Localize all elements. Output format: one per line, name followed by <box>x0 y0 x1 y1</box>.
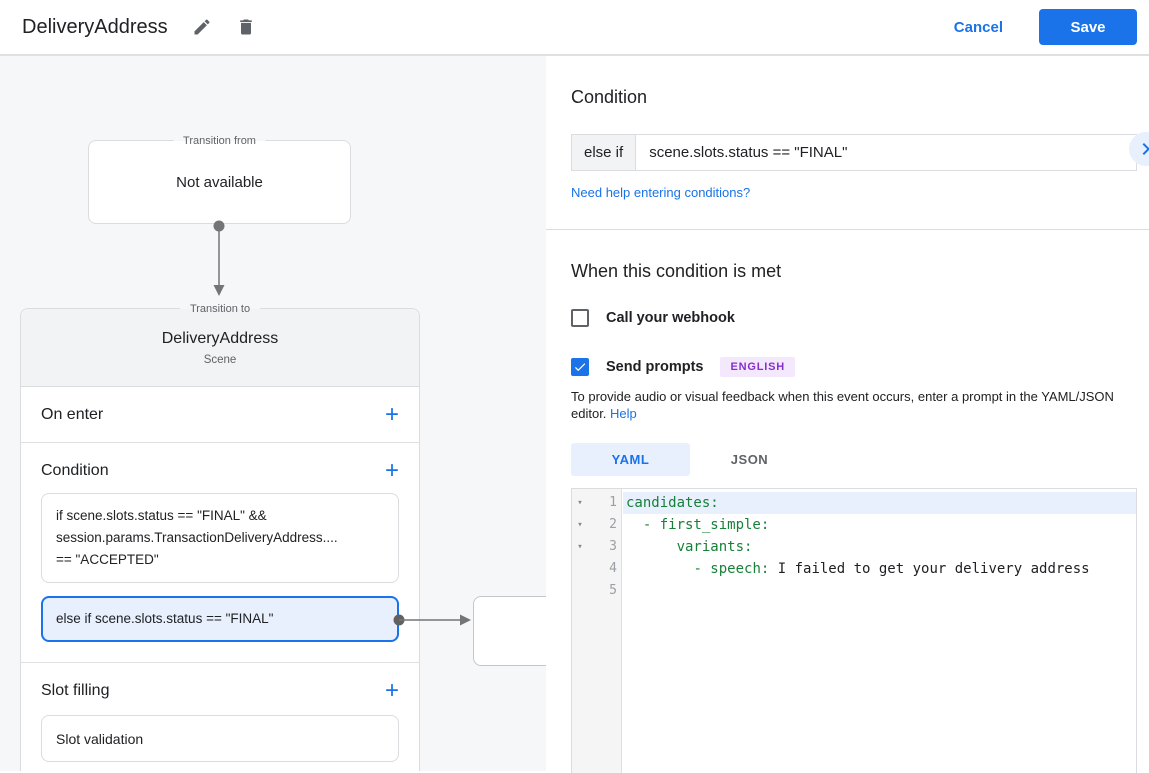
trash-icon <box>239 19 252 35</box>
line-number: 3 <box>609 539 617 554</box>
transition-to-label: Transition to <box>179 301 261 317</box>
webhook-label: Call your webhook <box>606 310 735 326</box>
on-enter-row[interactable]: On enter + <box>21 387 419 443</box>
on-enter-label: On enter <box>41 405 104 423</box>
prompts-description: To provide audio or visual feedback when… <box>571 388 1133 422</box>
line-number: 2 <box>609 517 617 532</box>
connector-arrow-down <box>213 220 225 296</box>
line-number: 1 <box>609 495 617 510</box>
transition-from-content: Not available <box>176 173 263 191</box>
scene-type: Scene <box>203 354 237 366</box>
tab-yaml[interactable]: YAML <box>571 443 690 476</box>
transition-from-node: Transition from Not available <box>88 133 351 224</box>
top-bar: DeliveryAddress Cancel Save <box>0 0 1149 56</box>
fold-toggle-icon[interactable]: ▾ <box>577 520 583 530</box>
if-condition-line: if scene.slots.status == "FINAL" && <box>56 508 267 523</box>
code-line[interactable]: ▾3 variants: <box>572 536 1136 558</box>
webhook-row: Call your webhook <box>571 309 1137 327</box>
if-condition-item[interactable]: if scene.slots.status == "FINAL" && sess… <box>41 493 399 583</box>
line-number: 5 <box>609 583 617 598</box>
add-condition-button[interactable]: + <box>384 457 399 484</box>
if-condition-line: session.params.TransactionDeliveryAddres… <box>56 530 338 545</box>
prompts-description-text: To provide audio or visual feedback when… <box>571 389 1114 421</box>
slot-item-text: Slot validation <box>56 730 144 747</box>
condition-input-group: else if <box>571 134 1137 171</box>
pencil-icon <box>194 19 210 35</box>
connector-arrow-right <box>393 614 471 626</box>
condition-section: Condition + if scene.slots.status == "FI… <box>21 443 419 663</box>
help-link[interactable]: Help <box>610 406 637 421</box>
scene-node-header[interactable]: DeliveryAddress Scene <box>21 309 419 387</box>
fold-toggle-icon[interactable]: ▾ <box>577 498 583 508</box>
condition-detail-panel: Condition else if Need help entering con… <box>546 56 1149 773</box>
code-line[interactable]: 5 <box>572 580 1136 602</box>
slot-filling-section: Slot filling + Slot validation Transacti… <box>21 663 419 771</box>
send-prompts-label: Send prompts <box>606 359 704 375</box>
transition-target-node[interactable] <box>473 596 546 666</box>
language-badge: ENGLISH <box>720 357 795 377</box>
cancel-button[interactable]: Cancel <box>953 18 1003 36</box>
condition-section-label: Condition <box>41 462 109 479</box>
editor-gutter-background <box>572 489 622 773</box>
page-title: DeliveryAddress <box>22 15 168 38</box>
fold-toggle-icon[interactable]: ▾ <box>577 542 583 552</box>
conditions-help-link[interactable]: Need help entering conditions? <box>571 185 751 200</box>
condition-type-prefix: else if <box>571 134 637 171</box>
add-on-enter-button[interactable]: + <box>384 400 399 428</box>
edit-icon[interactable] <box>190 15 214 39</box>
chevron-right-icon <box>1142 143 1149 155</box>
line-number: 4 <box>609 561 617 576</box>
else-if-condition-item-selected[interactable]: else if scene.slots.status == "FINAL" <box>41 596 399 642</box>
webhook-checkbox[interactable] <box>571 309 589 327</box>
send-prompts-checkbox[interactable] <box>571 358 589 376</box>
scene-graph-canvas: Transition from Not available Transition… <box>0 56 546 771</box>
panel-title: Condition <box>571 87 648 107</box>
send-prompts-row: Send prompts ENGLISH <box>571 357 1137 377</box>
when-met-title: When this condition is met <box>571 261 782 281</box>
code-line[interactable]: ▾2 - first_simple: <box>572 514 1136 536</box>
else-if-condition-text: else if scene.slots.status == "FINAL" <box>56 611 274 626</box>
delete-icon[interactable] <box>234 15 258 39</box>
tab-json[interactable]: JSON <box>730 452 769 467</box>
scene-name: DeliveryAddress <box>161 330 279 347</box>
slot-validation-item[interactable]: Slot validation <box>41 715 399 762</box>
scene-node-card: Transition to DeliveryAddress Scene On e… <box>20 301 420 771</box>
condition-expression-input[interactable] <box>636 134 1137 171</box>
transition-from-label: Transition from <box>173 133 266 149</box>
editor-tabs: YAML JSON <box>571 443 1137 476</box>
checkmark-icon <box>574 363 586 372</box>
code-line[interactable]: 4 - speech: I failed to get your deliver… <box>572 558 1136 580</box>
panel-divider <box>546 229 1149 230</box>
add-slot-button[interactable]: + <box>384 677 399 704</box>
slot-filling-label: Slot filling <box>41 682 110 699</box>
collapse-panel-button[interactable] <box>1129 132 1149 166</box>
if-condition-line: == "ACCEPTED" <box>56 552 159 567</box>
save-button[interactable]: Save <box>1039 9 1137 45</box>
